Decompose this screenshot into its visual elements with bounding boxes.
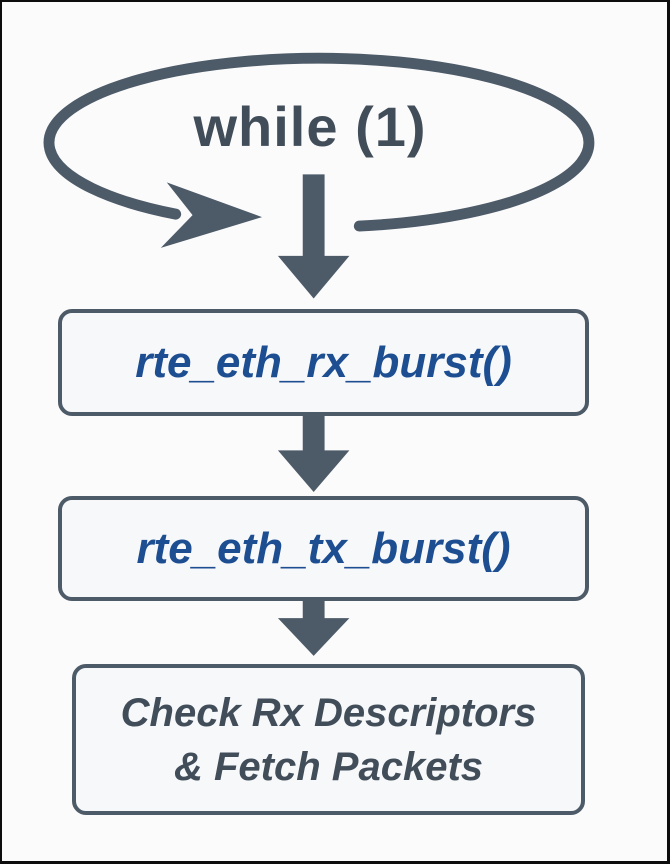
down-arrow-icon-2	[277, 412, 350, 493]
node-check-rx-descriptors: Check Rx Descriptors & Fetch Packets	[72, 664, 585, 815]
while-loop-ellipse	[43, 52, 595, 232]
loop-arrowhead-icon	[160, 182, 263, 248]
node-rte-eth-tx-burst-label: rte_eth_tx_burst()	[136, 523, 511, 573]
node-rte-eth-rx-burst-label: rte_eth_rx_burst()	[135, 337, 512, 387]
down-arrow-icon-3	[277, 596, 350, 656]
node-rte-eth-tx-burst: rte_eth_tx_burst()	[58, 496, 589, 601]
down-arrow-icon-1	[277, 174, 350, 299]
while-loop-label: while (1)	[193, 95, 427, 158]
node-check-label-line2: & Fetch Packets	[173, 744, 484, 789]
node-rte-eth-rx-burst: rte_eth_rx_burst()	[58, 309, 589, 416]
node-check-label-line1: Check Rx Descriptors	[120, 690, 537, 735]
